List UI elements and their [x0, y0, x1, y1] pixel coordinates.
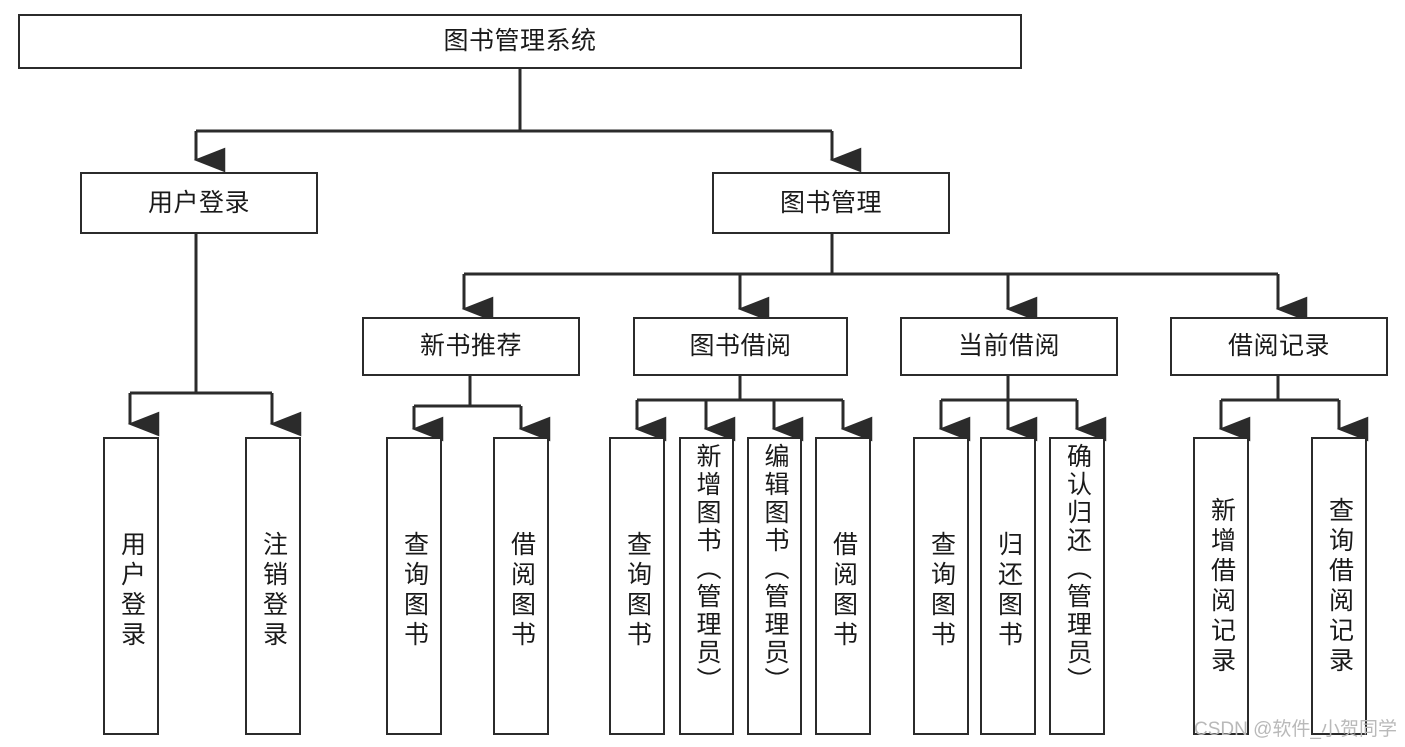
- leaf-query-book-recommend[interactable]: 查询图书: [386, 437, 442, 735]
- node-label: 用户登录: [147, 188, 250, 217]
- node-book-management-system[interactable]: 图书管理系统: [18, 14, 1022, 69]
- node-label: 图书借阅: [689, 332, 792, 361]
- node-label: 图书管理: [779, 188, 882, 217]
- leaf-user-login[interactable]: 用户登录: [103, 437, 159, 735]
- node-current-borrow[interactable]: 当前借阅: [900, 317, 1118, 376]
- node-label: 借阅图书: [507, 531, 536, 651]
- leaf-borrow-book[interactable]: 借阅图书: [815, 437, 871, 735]
- node-label: 归还图书: [994, 531, 1023, 651]
- leaf-edit-book-admin[interactable]: 编辑图书（管理员）: [747, 437, 802, 735]
- node-label: 新增图书（管理员）: [693, 443, 721, 695]
- leaf-add-book-admin[interactable]: 新增图书（管理员）: [679, 437, 734, 735]
- leaf-user-logout[interactable]: 注销登录: [245, 437, 301, 735]
- node-label: 图书管理系统: [443, 27, 597, 56]
- node-label: 借阅图书: [829, 531, 858, 651]
- node-label: 查询图书: [623, 531, 652, 651]
- leaf-return-book[interactable]: 归还图书: [980, 437, 1036, 735]
- leaf-query-book-current[interactable]: 查询图书: [913, 437, 969, 735]
- node-label: 当前借阅: [957, 332, 1060, 361]
- node-book-borrow[interactable]: 图书借阅: [633, 317, 848, 376]
- node-label: 借阅记录: [1227, 332, 1330, 361]
- node-new-book-recommend[interactable]: 新书推荐: [362, 317, 580, 376]
- leaf-query-book-borrow[interactable]: 查询图书: [609, 437, 665, 735]
- leaf-borrow-book-recommend[interactable]: 借阅图书: [493, 437, 549, 735]
- node-label: 查询图书: [927, 531, 956, 651]
- node-label: 确认归还（管理员）: [1063, 443, 1092, 695]
- node-label: 新增借阅记录: [1207, 497, 1236, 677]
- node-label: 用户登录: [117, 531, 146, 651]
- node-label: 新书推荐: [419, 332, 522, 361]
- node-book-management[interactable]: 图书管理: [712, 172, 950, 234]
- leaf-query-borrow-record[interactable]: 查询借阅记录: [1311, 437, 1367, 735]
- node-borrow-record[interactable]: 借阅记录: [1170, 317, 1388, 376]
- node-label: 查询图书: [400, 531, 429, 651]
- node-user-login[interactable]: 用户登录: [80, 172, 318, 234]
- leaf-add-borrow-record[interactable]: 新增借阅记录: [1193, 437, 1249, 735]
- node-label: 编辑图书（管理员）: [761, 443, 789, 695]
- node-label: 查询借阅记录: [1325, 497, 1354, 677]
- leaf-confirm-return-admin[interactable]: 确认归还（管理员）: [1049, 437, 1105, 735]
- node-label: 注销登录: [259, 531, 288, 651]
